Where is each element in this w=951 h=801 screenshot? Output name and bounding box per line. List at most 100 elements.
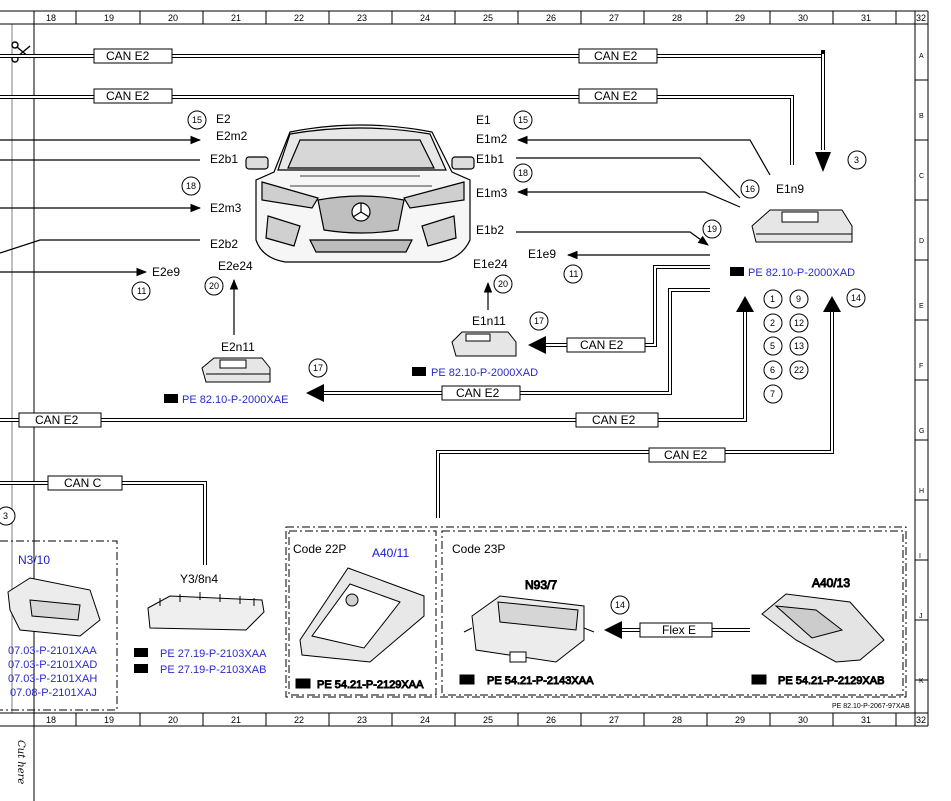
scissors-icon xyxy=(11,41,31,63)
can-bus-lines xyxy=(0,50,825,165)
svg-text:A40/13: A40/13 xyxy=(812,576,850,590)
code-22p-label: Code 22P xyxy=(293,542,346,556)
svg-text:13: 13 xyxy=(794,341,804,351)
ruler-right-label: J xyxy=(919,613,923,620)
ruler-top-label: 24 xyxy=(420,13,430,23)
svg-text:15: 15 xyxy=(518,115,528,125)
svg-text:CAN E2: CAN E2 xyxy=(456,386,500,400)
ruler-bottom-label: 26 xyxy=(546,715,556,725)
circle-marker xyxy=(847,150,867,170)
ruler-top-label: 18 xyxy=(46,13,56,23)
pointer-hand-icon xyxy=(412,367,426,376)
pointer-hand-icon xyxy=(751,674,767,685)
svg-text:CAN E2: CAN E2 xyxy=(106,49,150,63)
ruler-right-label: H xyxy=(919,488,924,495)
svg-text:3: 3 xyxy=(854,155,859,165)
svg-text:07.03-P-2101XAH: 07.03-P-2101XAH xyxy=(8,673,97,685)
ruler-right-labels: A B C D E F G H I J K xyxy=(919,53,924,685)
svg-text:PE 82.10-P-2000XAE: PE 82.10-P-2000XAE xyxy=(182,394,288,406)
ruler-right-label: E xyxy=(919,303,924,310)
svg-text:PE 27.19-P-2103XAB: PE 27.19-P-2103XAB xyxy=(160,664,266,676)
svg-text:E1b2: E1b2 xyxy=(476,223,504,237)
ruler-bottom-label: 28 xyxy=(672,715,682,725)
ruler-top-label: 23 xyxy=(357,13,367,23)
svg-text:5: 5 xyxy=(770,341,775,351)
svg-text:E2e9: E2e9 xyxy=(152,265,180,279)
ruler-bottom-label: 30 xyxy=(798,715,808,725)
svg-text:7: 7 xyxy=(770,389,775,399)
svg-text:E1n9: E1n9 xyxy=(776,182,804,196)
e2n11-reference: PE 82.10-P-2000XAE xyxy=(164,394,288,406)
ruler-right-label: C xyxy=(919,173,924,180)
svg-text:CAN C: CAN C xyxy=(64,476,102,490)
ruler-top-label: 27 xyxy=(609,13,619,23)
ruler-top-label: 30 xyxy=(798,13,808,23)
svg-text:14: 14 xyxy=(851,293,861,303)
svg-text:PE 54.21-P-2143XAA: PE 54.21-P-2143XAA xyxy=(487,675,594,687)
svg-text:E1b1: E1b1 xyxy=(476,152,504,166)
svg-text:12: 12 xyxy=(794,318,804,328)
svg-text:3: 3 xyxy=(3,511,8,521)
svg-text:E2m3: E2m3 xyxy=(210,201,242,215)
ruler-bottom-label: 32 xyxy=(916,715,926,725)
svg-text:18: 18 xyxy=(518,168,528,178)
circle-marker xyxy=(610,595,630,615)
svg-text:E2b2: E2b2 xyxy=(210,237,238,251)
ruler-top-label: 21 xyxy=(231,13,241,23)
n310-box: 3 N3/10 07.03-P-2101XAA 07.03-P-2101XAD … xyxy=(0,506,118,711)
e1-labels: E1 15 E1m2 E1b1 18 E1m3 E1b2 E1e9 11 E1e… xyxy=(473,110,760,294)
pointer-hand-icon xyxy=(134,664,148,673)
svg-text:11: 11 xyxy=(137,286,146,296)
ruler-bottom-label: 18 xyxy=(46,715,56,725)
svg-text:CAN E2: CAN E2 xyxy=(594,89,638,103)
svg-text:N93/7: N93/7 xyxy=(525,578,557,592)
ruler-right-label: I xyxy=(919,553,921,560)
pointer-hand-icon xyxy=(164,394,178,403)
ruler-bottom-label: 21 xyxy=(231,715,241,725)
ruler-right-label: G xyxy=(919,428,924,435)
ruler-bottom-label: 19 xyxy=(104,715,114,725)
can-label-box: CAN E2 CAN E2 CAN E2 CAN E2 xyxy=(93,48,658,104)
svg-text:CAN E2: CAN E2 xyxy=(592,413,636,427)
circle-marker xyxy=(308,358,328,378)
svg-text:E2b1: E2b1 xyxy=(210,152,238,166)
svg-text:E1e24: E1e24 xyxy=(473,257,508,271)
svg-text:1: 1 xyxy=(770,294,775,304)
e1-signal-lines xyxy=(483,135,771,310)
svg-text:07.03-P-2101XAD: 07.03-P-2101XAD xyxy=(8,659,97,671)
pointer-hand-icon xyxy=(295,678,311,689)
a4011-module: PE 54.21-P-2129XAA xyxy=(295,567,425,692)
ruler-top-label: 19 xyxy=(104,13,114,23)
document-number: PE 82.10-P-2067-97XAB xyxy=(832,703,910,710)
ruler-right-label: F xyxy=(919,363,923,370)
ruler-right-label: A xyxy=(919,53,924,60)
can-bus-lines-lower xyxy=(0,265,834,632)
e2n11-module: E2n11 xyxy=(201,340,271,383)
svg-text:PE 54.21-P-2129XAB: PE 54.21-P-2129XAB xyxy=(778,675,884,687)
svg-text:9: 9 xyxy=(796,294,801,304)
svg-text:17: 17 xyxy=(313,363,323,373)
a4013-module: A40/13 PE 54.21-P-2129XAB xyxy=(751,576,885,688)
ruler-top-label: 25 xyxy=(483,13,493,23)
svg-text:E1m2: E1m2 xyxy=(476,132,508,146)
svg-text:2: 2 xyxy=(770,318,775,328)
ruler-bottom-label: 25 xyxy=(483,715,493,725)
svg-text:E2: E2 xyxy=(216,112,231,126)
ruler-bottom-label: 23 xyxy=(357,715,367,725)
arrow-heads xyxy=(306,296,841,639)
code-23p-label: Code 23P xyxy=(452,542,505,556)
svg-text:20: 20 xyxy=(498,279,508,289)
svg-text:E1: E1 xyxy=(476,113,491,127)
svg-text:20: 20 xyxy=(209,281,219,291)
a4011-label: A40/11 xyxy=(372,546,409,560)
svg-text:11: 11 xyxy=(569,269,578,279)
ruler-bottom-label: 27 xyxy=(609,715,619,725)
svg-text:18: 18 xyxy=(186,181,196,191)
svg-text:E1e9: E1e9 xyxy=(528,247,556,261)
svg-text:16: 16 xyxy=(745,184,755,194)
svg-text:14: 14 xyxy=(615,600,625,610)
ruler-top-labels: 18 19 20 21 22 23 24 25 26 27 28 29 30 3… xyxy=(46,13,926,23)
svg-text:19: 19 xyxy=(707,224,717,234)
ruler-right-label: K xyxy=(919,678,924,685)
